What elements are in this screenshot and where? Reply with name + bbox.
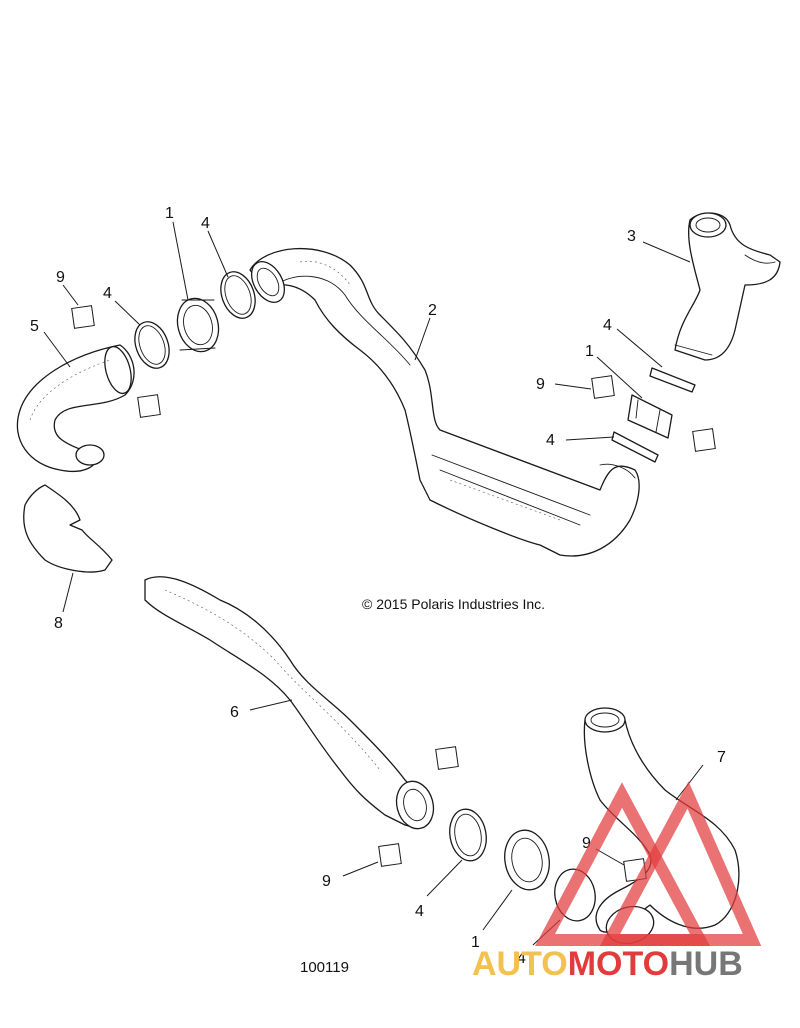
leader-lines <box>43 221 704 946</box>
callout-4: 4 <box>103 285 112 302</box>
clamp-part-4-right-top <box>649 367 696 393</box>
callout-7: 7 <box>717 749 726 766</box>
callout-9: 9 <box>56 269 65 286</box>
hose-part-6 <box>144 576 435 830</box>
coupler-part-1-right <box>627 394 673 439</box>
label-square <box>692 428 716 452</box>
label-square <box>137 394 161 418</box>
drawing-number: 100119 <box>300 959 349 976</box>
clamp-part-4-right-bottom <box>611 431 659 463</box>
duct-part-2 <box>249 248 640 557</box>
label-square <box>71 305 95 329</box>
callout-4: 4 <box>415 903 424 920</box>
watermark-logo: AUTOMOTOHUB <box>472 781 762 983</box>
coupler-part-1-top <box>176 297 220 353</box>
callout-4: 4 <box>517 950 526 967</box>
callout-9: 9 <box>322 873 331 890</box>
clamp-part-4-top-right <box>220 271 256 319</box>
shield-part-8 <box>23 484 113 573</box>
label-square <box>378 843 402 867</box>
label-square <box>591 375 615 399</box>
callout-6: 6 <box>230 704 239 721</box>
clamp-part-4-bottom <box>449 808 487 862</box>
callout-9: 9 <box>536 376 545 393</box>
coupler-part-1-bottom <box>504 829 550 891</box>
callout-1: 1 <box>471 934 480 951</box>
clamp-part-4-top-left <box>134 321 170 369</box>
copyright-text: © 2015 Polaris Industries Inc. <box>362 596 545 612</box>
watermark-moto: MOTO <box>568 945 669 983</box>
callout-4: 4 <box>546 432 555 449</box>
callout-1: 1 <box>585 343 594 360</box>
label-square <box>435 746 459 770</box>
callout-5: 5 <box>30 318 39 335</box>
callout-2: 2 <box>428 302 437 319</box>
callout-3: 3 <box>627 228 636 245</box>
elbow-hose-part-5 <box>16 344 135 472</box>
intake-part-3 <box>674 212 781 361</box>
callout-4: 4 <box>201 215 210 232</box>
watermark-text: AUTOMOTOHUB <box>472 945 743 983</box>
callout-1: 1 <box>165 205 174 222</box>
callout-4: 4 <box>603 317 612 334</box>
watermark-auto: AUTO <box>472 945 568 983</box>
watermark-hub: HUB <box>669 945 743 983</box>
callout-9: 9 <box>582 835 591 852</box>
callout-8: 8 <box>54 615 63 632</box>
